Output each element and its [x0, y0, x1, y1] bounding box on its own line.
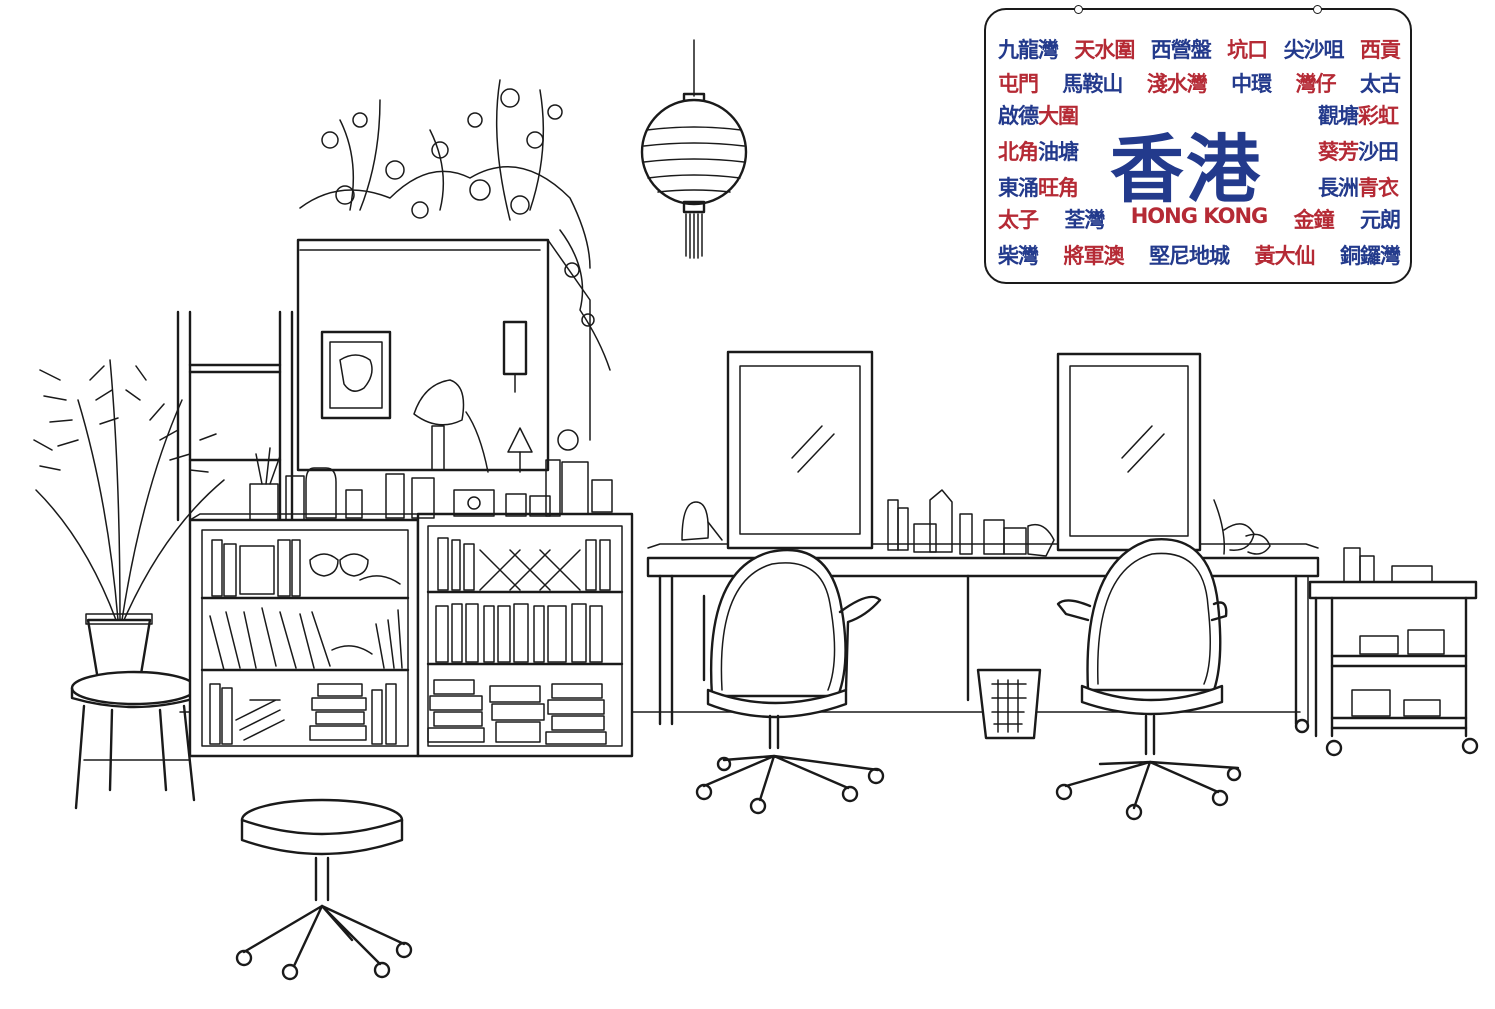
sign-word: 九龍灣: [998, 38, 1059, 62]
sign-left-2: 北角油塘: [998, 136, 1079, 166]
hanging-plant: [299, 79, 611, 371]
wall-poster: [320, 330, 392, 420]
sign-word: 西貢: [1359, 38, 1401, 62]
sign-right-2: 葵芳沙田: [1318, 136, 1399, 166]
sign-row-bottom: 柴灣將軍澳堅尼地城黃大仙銅鑼灣: [998, 240, 1401, 270]
sign-word: 黃大仙: [1254, 244, 1316, 268]
sign-word: HONG KONG: [1130, 204, 1269, 228]
office-chair-right: [1055, 538, 1242, 821]
sign-word: 觀塘: [1318, 104, 1359, 128]
sign-word: 元朗: [1359, 208, 1401, 232]
sign-word: 東涌: [998, 176, 1039, 200]
mirror-right: [1056, 352, 1202, 552]
sign-word: 屯門: [998, 72, 1039, 96]
sign-row-1: 九龍灣天水圍西營盤坑口尖沙咀西貢: [998, 34, 1401, 64]
office-chair-left: [695, 548, 885, 815]
sign-word: 彩虹: [1358, 104, 1399, 128]
sign-nail-right: [1313, 5, 1322, 14]
plant-wall-box: [296, 238, 591, 473]
sign-word: 堅尼地城: [1149, 244, 1230, 268]
sign-word: 金鐘: [1293, 208, 1335, 232]
sign-word: 坑口: [1227, 38, 1268, 62]
mirror-left: [726, 350, 874, 550]
sign-title-hong-kong: 香港: [1110, 127, 1262, 213]
sign-word: 油塘: [1038, 140, 1079, 164]
sign-word: 銅鑼灣: [1340, 244, 1401, 268]
sign-word: 西營盤: [1150, 38, 1212, 62]
shelf-top-items: [249, 425, 613, 521]
sign-word: 柴灣: [998, 244, 1039, 268]
sign-left-3: 東涌旺角: [998, 172, 1079, 202]
hong-kong-sign: 九龍灣天水圍西營盤坑口尖沙咀西貢 屯門馬鞍山淺水灣中環灣仔太古 啟德大圍 北角油…: [984, 5, 1412, 284]
sign-word: 灣仔: [1295, 72, 1337, 96]
sign-right-3: 長洲青衣: [1318, 172, 1399, 202]
sign-word: 太古: [1359, 72, 1401, 96]
sign-word: 將軍澳: [1063, 244, 1125, 268]
round-stool: [235, 798, 413, 981]
sign-word: 大圍: [1038, 104, 1079, 128]
sign-word: 尖沙咀: [1283, 38, 1345, 62]
sign-word: 北角: [998, 140, 1039, 164]
sign-word: 旺角: [1038, 176, 1079, 200]
sign-word: 淺水灣: [1146, 72, 1208, 96]
sign-word: 沙田: [1358, 140, 1399, 164]
sign-word: 啟德: [998, 104, 1039, 128]
rolling-trolley: [1294, 547, 1479, 757]
potted-palm: [33, 359, 225, 682]
sign-right-1: 觀塘彩虹: [1318, 100, 1399, 130]
sign-word: 天水圍: [1074, 38, 1135, 62]
sign-row-2: 屯門馬鞍山淺水灣中環灣仔太古: [998, 68, 1401, 98]
bookshelf: [188, 425, 634, 758]
sign-word: 青衣: [1358, 176, 1399, 200]
sign-word: 中環: [1231, 72, 1272, 96]
sign-word: 荃灣: [1064, 208, 1105, 232]
paper-lantern: [640, 39, 748, 259]
sign-word: 太子: [998, 208, 1039, 232]
sign-word: 葵芳: [1318, 140, 1359, 164]
sign-nail-left: [1074, 5, 1083, 14]
shelf-books: [209, 537, 611, 745]
wall-ladder: [176, 310, 294, 522]
wall-dispenser: [502, 320, 528, 393]
sign-word: 長洲: [1318, 176, 1359, 200]
sign-row-english: 太子 荃灣 HONG KONG 金鐘元朗: [998, 204, 1401, 234]
sign-word: 馬鞍山: [1062, 72, 1123, 96]
waste-basket: [976, 668, 1042, 740]
sign-left-1: 啟德大圍: [998, 100, 1079, 130]
plant-stool: [70, 670, 198, 810]
desk-items: [681, 489, 1271, 557]
